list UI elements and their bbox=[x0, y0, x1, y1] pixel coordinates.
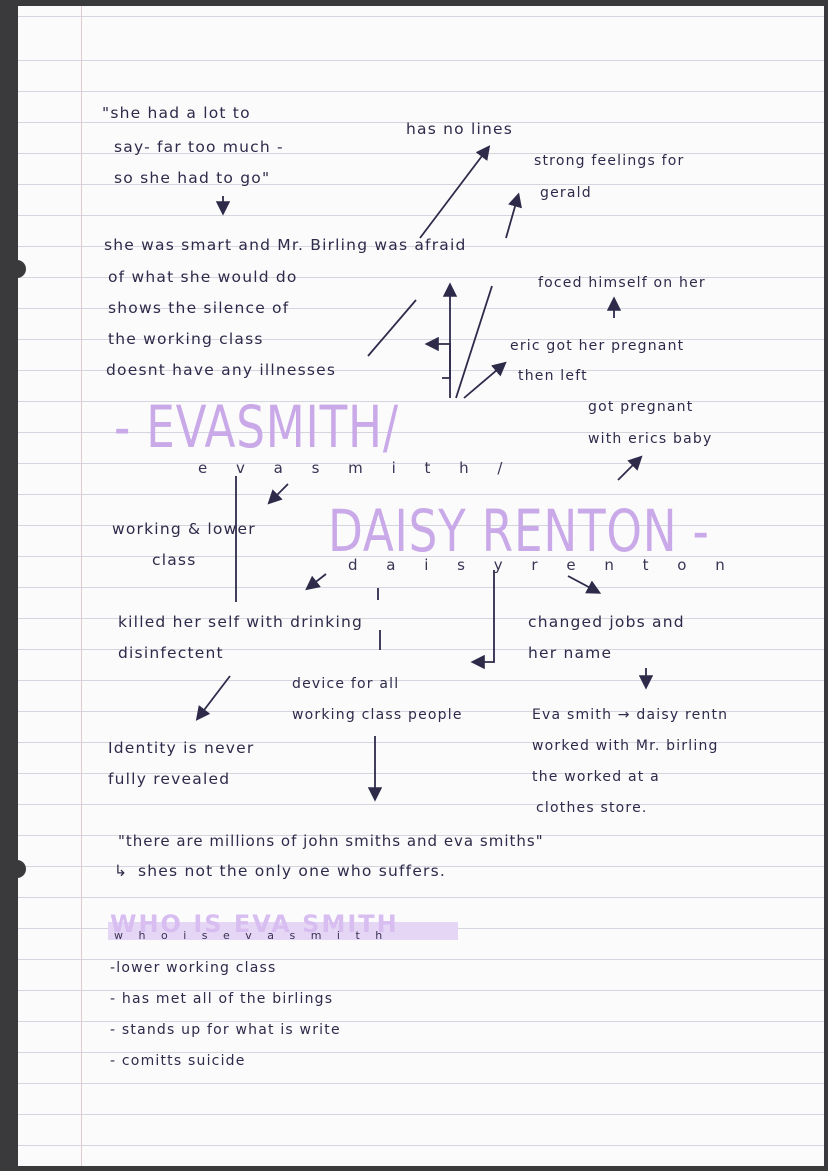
worked-line-1: worked with Mr. birling bbox=[532, 738, 719, 754]
quote-line-3: so she had to go" bbox=[114, 169, 271, 187]
eva-smith-spelled: e v a s m i t h / bbox=[198, 459, 515, 477]
eric-line-2: then left bbox=[518, 368, 588, 384]
changed-line-2: her name bbox=[528, 644, 613, 662]
title-eva-smith: - EVASMITH/ bbox=[114, 393, 399, 461]
identity-line-1: Identity is never bbox=[108, 739, 255, 757]
notebook-page: "she had a lot to say- far too much - so… bbox=[18, 6, 824, 1166]
binder-hole bbox=[8, 260, 26, 278]
eva-to-daisy: Eva smith → daisy rentn bbox=[532, 707, 729, 723]
quote-line-1: "she had a lot to bbox=[102, 104, 251, 122]
who-title: WHO IS EVA SMITH bbox=[110, 910, 399, 938]
killed-line-2: disinfectent bbox=[118, 644, 224, 662]
working-line-2: class bbox=[152, 551, 197, 569]
bullet-4: - comitts suicide bbox=[110, 1053, 246, 1069]
quote-bottom: "there are millions of john smiths and e… bbox=[118, 832, 544, 850]
pregnant-line-2: with erics baby bbox=[588, 431, 713, 447]
title-daisy-renton: DAISY RENTON - bbox=[328, 497, 710, 565]
silence-line-1: shows the silence of bbox=[108, 299, 290, 317]
who-spelled: w h o i s e v a s m i t h bbox=[114, 929, 389, 942]
silence-line-2: the working class bbox=[108, 330, 264, 348]
smart-note-2: of what she would do bbox=[108, 268, 298, 286]
changed-line-1: changed jobs and bbox=[528, 613, 685, 631]
connector-arrows bbox=[195, 145, 654, 802]
binder-hole bbox=[8, 860, 26, 878]
device-line-1: device for all bbox=[292, 676, 400, 692]
killed-line-1: killed her self with drinking bbox=[118, 613, 364, 631]
forced-note: foced himself on her bbox=[538, 275, 706, 291]
feelings-line-1: strong feelings for bbox=[534, 153, 685, 169]
quote-line-2: say- far too much - bbox=[114, 138, 284, 156]
bullet-1: -lower working class bbox=[110, 960, 277, 976]
feelings-line-2: gerald bbox=[540, 185, 592, 201]
bullet-3: - stands up for what is write bbox=[110, 1022, 341, 1038]
working-line-1: working & lower bbox=[112, 520, 256, 538]
worked-line-3: clothes store. bbox=[536, 800, 648, 816]
margin-line bbox=[81, 6, 82, 1166]
identity-line-2: fully revealed bbox=[108, 770, 231, 788]
illnesses-note: doesnt have any illnesses bbox=[106, 361, 337, 379]
device-line-2: working class people bbox=[292, 707, 463, 723]
smart-note: she was smart and Mr. Birling was afraid bbox=[104, 236, 467, 254]
who-highlight bbox=[108, 922, 458, 940]
not-only-note: shes not the only one who suffers. bbox=[138, 862, 447, 880]
bullet-2: - has met all of the birlings bbox=[110, 991, 334, 1007]
no-lines-note: has no lines bbox=[406, 120, 514, 138]
worked-line-2: the worked at a bbox=[532, 769, 660, 785]
eric-line-1: eric got her pregnant bbox=[510, 338, 685, 354]
pregnant-line-1: got pregnant bbox=[588, 399, 694, 415]
daisy-renton-spelled: d a i s y r e n t o n bbox=[348, 556, 737, 574]
return-arrow-icon: ↳ bbox=[114, 862, 129, 880]
